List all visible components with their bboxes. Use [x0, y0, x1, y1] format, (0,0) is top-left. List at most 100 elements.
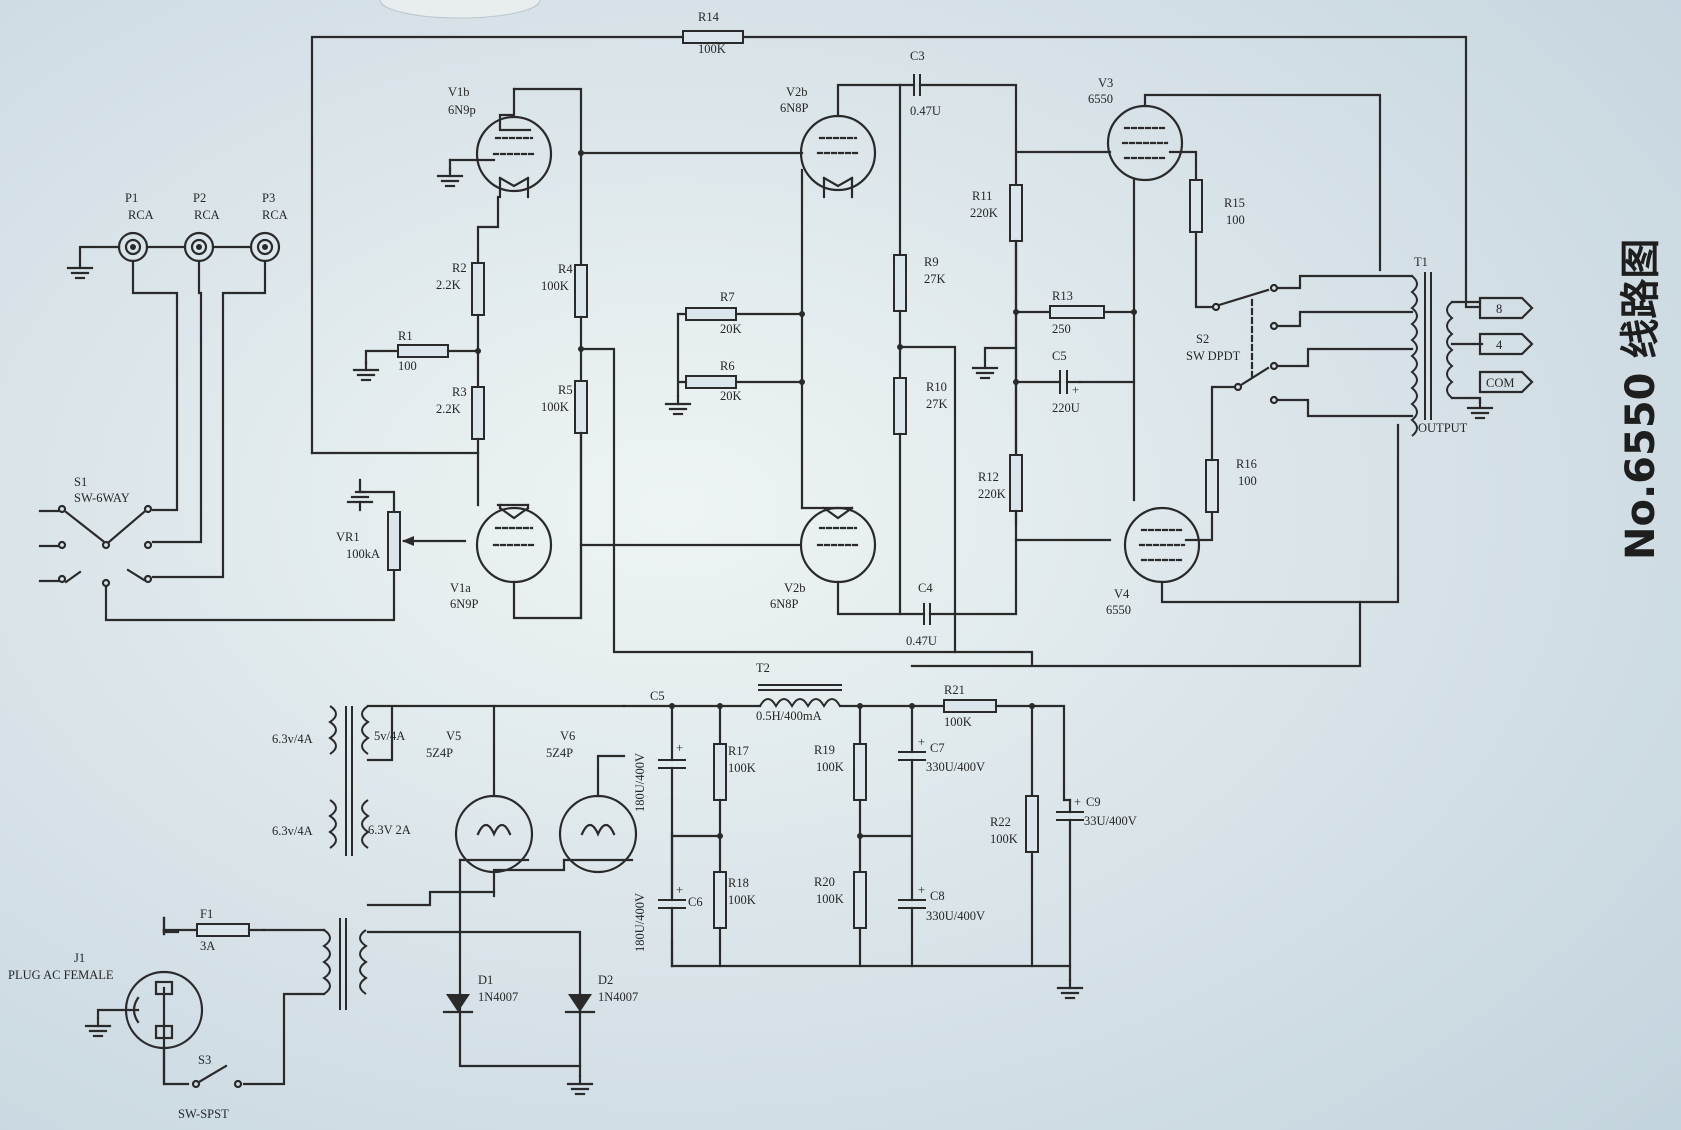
r9-ref: R9: [924, 255, 939, 269]
r14-ref: R14: [698, 10, 720, 24]
pt-pri2: 6.3v/4A: [272, 824, 313, 838]
c5-psu-value-block: 180U/400V: [633, 753, 647, 812]
s1-type: SW-6WAY: [74, 491, 130, 505]
r20-ref: R20: [814, 875, 835, 889]
r13-ref: R13: [1052, 289, 1073, 303]
r12-ref: R12: [978, 470, 999, 484]
r14-value: 100K: [698, 42, 726, 56]
v2b-bottom-type: 6N8P: [770, 597, 799, 611]
f1-value: 3A: [200, 939, 215, 953]
c3-ref: C3: [910, 49, 925, 63]
v3-ref: V3: [1098, 76, 1113, 90]
c8-ref: C8: [930, 889, 945, 903]
phase-splitter-stage: V2b 6N8P C3 0.47U R7 20K R6 20K R9 27K R…: [664, 49, 1018, 654]
vr1-ref: VR1: [336, 530, 360, 544]
v2b-top-type: 6N8P: [780, 101, 809, 115]
r7-value: 20K: [720, 322, 742, 336]
c9-plus: +: [1074, 795, 1081, 809]
r17-ref: R17: [728, 744, 749, 758]
r20-value: 100K: [816, 892, 844, 906]
r15-ref: R15: [1224, 196, 1245, 210]
output-transformer-t1: T1 OUTPUT 8 4 COM: [1410, 255, 1534, 437]
c9-value: 33U/400V: [1084, 814, 1137, 828]
r18-ref: R18: [728, 876, 749, 890]
c4-value: 0.47U: [906, 634, 937, 648]
p3-ref: P3: [262, 191, 275, 205]
r3-value: 2.2K: [436, 402, 461, 416]
r5-value: 100K: [541, 400, 569, 414]
r16-value: 100: [1238, 474, 1257, 488]
input-triode-stage: V1b 6N9p R2 2.2K R3 2.2K R1 100 V1a 6N9P…: [352, 85, 1034, 667]
d2-type: 1N4007: [598, 990, 638, 1004]
r21-value: 100K: [944, 715, 972, 729]
p2-type: RCA: [194, 208, 220, 222]
r16-ref: R16: [1236, 457, 1257, 471]
r2-ref: R2: [452, 261, 467, 275]
c5-cathode-ref: C5: [1052, 349, 1067, 363]
d1-ref: D1: [478, 973, 493, 987]
r3-ref: R3: [452, 385, 467, 399]
power-output-stage: R11 220K R12 220K + R13 250 C5 220U V3 6…: [910, 76, 1534, 668]
c7-value: 330U/400V: [926, 760, 985, 774]
s2-type: SW DPDT: [1186, 349, 1241, 363]
paper-mark: [379, 0, 541, 19]
t2-value: 0.5H/400mA: [756, 709, 822, 723]
v2b-bottom-ref: V2b: [784, 581, 806, 595]
dpdt-switch-s2: S2 SW DPDT: [1186, 274, 1414, 418]
v3-type: 6550: [1088, 92, 1113, 106]
r19-value: 100K: [816, 760, 844, 774]
p1-ref: P1: [125, 191, 138, 205]
r22-ref: R22: [990, 815, 1011, 829]
feedback-network: R14 100K: [310, 10, 1482, 455]
r17-value: 100K: [728, 761, 756, 775]
s3-ref: S3: [198, 1053, 211, 1067]
j1-type: PLUG AC FEMALE: [8, 968, 114, 982]
r5-ref: R5: [558, 383, 573, 397]
tap-8: 8: [1496, 302, 1502, 316]
pt-sec1: 5v/4A: [374, 729, 405, 743]
v5-ref: V5: [446, 729, 461, 743]
r11-value: 220K: [970, 206, 998, 220]
power-supply-section: 6.3v/4A 6.3v/4A 5v/4A 6.3V 2A V5 5Z4P V6…: [8, 661, 1137, 1121]
r2-value: 2.2K: [436, 278, 461, 292]
r11-ref: R11: [972, 189, 992, 203]
v6-ref: V6: [560, 729, 575, 743]
title-block: No.6550 线路图: [1618, 239, 1664, 560]
r4-ref: R4: [558, 262, 573, 276]
r6-ref: R6: [720, 359, 735, 373]
c5-plus-psu: +: [676, 741, 683, 755]
pt-sec2: 6.3V 2A: [368, 823, 411, 837]
v6-type: 5Z4P: [546, 746, 573, 760]
v4-ref: V4: [1114, 587, 1130, 601]
j1-ref: J1: [74, 951, 85, 965]
t1-label: OUTPUT: [1418, 421, 1468, 435]
p2-ref: P2: [193, 191, 206, 205]
tube-v1b: [475, 115, 553, 193]
s2-ref: S2: [1196, 332, 1209, 346]
v1a-type: 6N9P: [450, 597, 479, 611]
v5-type: 5Z4P: [426, 746, 453, 760]
input-section: P1 RCA P2 RCA P3 RCA S1 SW-6WAY VR1 100k…: [38, 191, 467, 622]
r1-ref: R1: [398, 329, 413, 343]
r7-ref: R7: [720, 290, 735, 304]
v4-type: 6550: [1106, 603, 1131, 617]
tap-4: 4: [1496, 338, 1503, 352]
v2b-top-ref: V2b: [786, 85, 808, 99]
r21-ref: R21: [944, 683, 965, 697]
c6-ref: C6: [688, 895, 703, 909]
c7-ref: C7: [930, 741, 945, 755]
v1b-type: 6N9p: [448, 103, 476, 117]
c6-value-block: 180U/400V: [633, 893, 647, 952]
v1a-ref: V1a: [450, 581, 471, 595]
v1b-ref: V1b: [448, 85, 470, 99]
r12-value: 220K: [978, 487, 1006, 501]
p1-type: RCA: [128, 208, 154, 222]
r4-value: 100K: [541, 279, 569, 293]
p3-type: RCA: [262, 208, 288, 222]
c5-cathode-value: 220U: [1052, 401, 1080, 415]
s1-ref: S1: [74, 475, 87, 489]
r18-value: 100K: [728, 893, 756, 907]
c7-plus: +: [918, 735, 925, 749]
t1-ref: T1: [1414, 255, 1428, 269]
